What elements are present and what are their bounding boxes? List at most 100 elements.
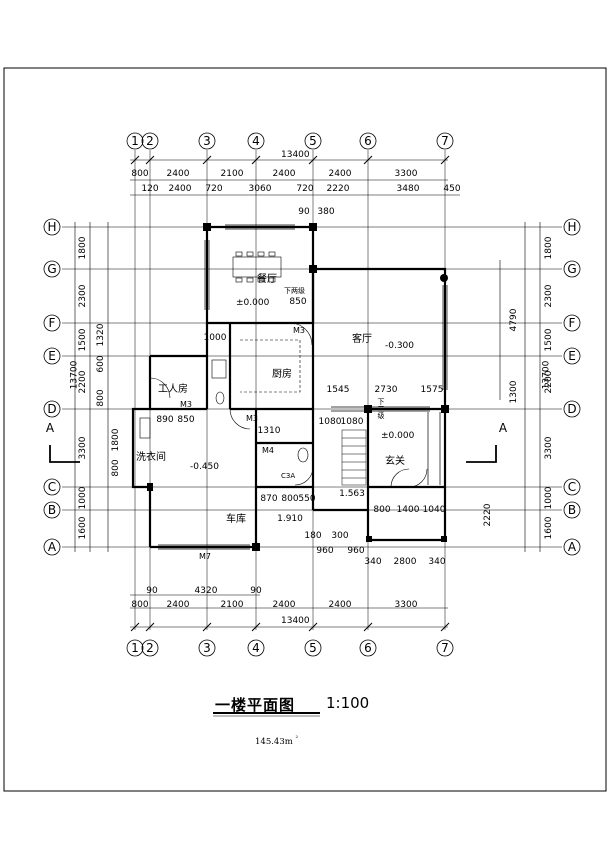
axis-top-7-label: 7 bbox=[441, 134, 449, 148]
dim-inner-1040: 1040 bbox=[423, 505, 446, 515]
dim-left-sub-6: 800 bbox=[111, 459, 121, 476]
dim-top-row2-0: 120 bbox=[141, 184, 158, 194]
level-entrance: ±0.000 bbox=[381, 431, 415, 441]
axis-left-B: B bbox=[43, 501, 61, 519]
door-m3-c: M3 bbox=[246, 414, 258, 423]
dim-top-row2-2: 720 bbox=[205, 184, 222, 194]
dim-left-3: 2200 bbox=[78, 370, 88, 393]
axis-left-G: G bbox=[43, 260, 61, 278]
dim-inner-340b: 340 bbox=[428, 557, 445, 567]
floor-area-value: 145.43m bbox=[255, 736, 293, 747]
axis-top-4: 4 bbox=[247, 132, 265, 150]
dim-inner-1080a: 1080 bbox=[319, 417, 342, 427]
dim-top-row2-1: 2400 bbox=[169, 184, 192, 194]
columns bbox=[147, 223, 449, 551]
axis-top-1: 1 bbox=[126, 132, 144, 150]
dim-left-0: 1800 bbox=[78, 236, 88, 259]
dim-left-6: 1600 bbox=[78, 516, 88, 539]
dim-top-row3-0: 90 bbox=[298, 207, 310, 217]
axis-right-A-label: A bbox=[568, 540, 577, 554]
dim-bottom-row1-5: 3300 bbox=[395, 600, 418, 610]
level-living: -0.300 bbox=[385, 341, 415, 351]
axis-right-E: E bbox=[563, 347, 581, 365]
dim-top-row2-7: 450 bbox=[443, 184, 460, 194]
dim-inner-800: 800 bbox=[281, 494, 298, 504]
axis-bottom-2: 2 bbox=[141, 639, 159, 657]
dim-left-2: 1500 bbox=[78, 328, 88, 351]
dim-living-3: 1575 bbox=[421, 385, 444, 395]
dim-right-5: 1000 bbox=[544, 486, 554, 509]
axis-left-B-label: B bbox=[48, 503, 56, 517]
dim-inner-850b: 850 bbox=[289, 297, 306, 307]
dim-inner-1400: 1400 bbox=[397, 505, 420, 515]
dim-inner-1000: 1000 bbox=[204, 333, 227, 343]
plan-title: 一楼平面图 bbox=[215, 696, 296, 714]
axis-left-E: E bbox=[43, 347, 61, 365]
dim-living-2: 2730 bbox=[375, 385, 398, 395]
axis-right-G-label: G bbox=[567, 262, 576, 276]
axis-bottom-7: 7 bbox=[436, 639, 454, 657]
axis-left-G-label: G bbox=[47, 262, 56, 276]
axis-bottom-6: 6 bbox=[359, 639, 377, 657]
floor-area-unit: ² bbox=[295, 735, 298, 742]
section-mark-left: A bbox=[46, 421, 55, 435]
axis-right-B-label: B bbox=[568, 503, 576, 517]
dim-right-sub-0: 4790 bbox=[509, 308, 519, 331]
axis-bottom-3: 3 bbox=[198, 639, 216, 657]
axis-right-E-label: E bbox=[568, 349, 576, 363]
door-m7: M7 bbox=[199, 552, 211, 561]
toilet-fixtures bbox=[139, 359, 309, 463]
room-dining: 餐厅 bbox=[257, 274, 277, 285]
axis-left-F-label: F bbox=[49, 316, 56, 330]
dim-inner-1080b: 1080 bbox=[341, 417, 364, 427]
axis-top-6: 6 bbox=[359, 132, 377, 150]
axis-top-1-label: 1 bbox=[131, 134, 139, 148]
dim-bottom-row0-1: 4320 bbox=[195, 586, 218, 596]
dim-top-row1-4: 2400 bbox=[329, 169, 352, 179]
room-entrance: 玄关 bbox=[385, 456, 405, 467]
axis-bottom-5: 5 bbox=[304, 639, 322, 657]
door-m4: M4 bbox=[262, 446, 274, 455]
axis-top-5: 5 bbox=[304, 132, 322, 150]
note-down-two: 下两级 bbox=[284, 287, 305, 295]
dim-left-1: 2300 bbox=[78, 284, 88, 307]
axis-left-D-label: D bbox=[47, 402, 56, 416]
axis-bottom-5-label: 5 bbox=[309, 641, 317, 655]
dim-right-3: 2200 bbox=[544, 370, 554, 393]
axis-top-2: 2 bbox=[141, 132, 159, 150]
dim-inner-340a: 340 bbox=[364, 557, 381, 567]
level-garage: -0.450 bbox=[190, 462, 220, 472]
axis-right-D-label: D bbox=[567, 402, 576, 416]
axis-left-E-label: E bbox=[48, 349, 56, 363]
dim-top-row1-2: 2100 bbox=[221, 169, 244, 179]
axis-right-D: D bbox=[563, 400, 581, 418]
dim-top-row3-1: 380 bbox=[317, 207, 334, 217]
dim-inner-300: 300 bbox=[331, 531, 348, 541]
dim-inner-960b: 960 bbox=[347, 546, 364, 556]
axis-bottom-3-label: 3 bbox=[203, 641, 211, 655]
dim-right-4: 3300 bbox=[544, 436, 554, 459]
section-markers bbox=[49, 445, 497, 463]
axis-left-H: H bbox=[43, 218, 61, 236]
dim-inner-800b: 800 bbox=[373, 505, 390, 515]
dim-top-row2-6: 3480 bbox=[397, 184, 420, 194]
dim-left-5: 1000 bbox=[78, 486, 88, 509]
dim-left-sub-3: 800 bbox=[96, 389, 106, 406]
dim-right-0: 1800 bbox=[544, 236, 554, 259]
axis-right-H: H bbox=[563, 218, 581, 236]
dim-inner-1910: 1.910 bbox=[277, 514, 303, 524]
axis-right-G: G bbox=[563, 260, 581, 278]
dim-inner-2800: 2800 bbox=[394, 557, 417, 567]
room-garage: 车库 bbox=[226, 514, 246, 525]
dim-bottom-row1-1: 2400 bbox=[167, 600, 190, 610]
dim-inner-850: 850 bbox=[177, 415, 194, 425]
windows bbox=[158, 224, 448, 550]
dim-top-row1-3: 2400 bbox=[273, 169, 296, 179]
door-swings bbox=[149, 322, 428, 488]
dim-top-row2-5: 2220 bbox=[327, 184, 350, 194]
dining-table bbox=[232, 251, 282, 283]
axis-right-F: F bbox=[563, 314, 581, 332]
axis-right-C: C bbox=[563, 478, 581, 496]
